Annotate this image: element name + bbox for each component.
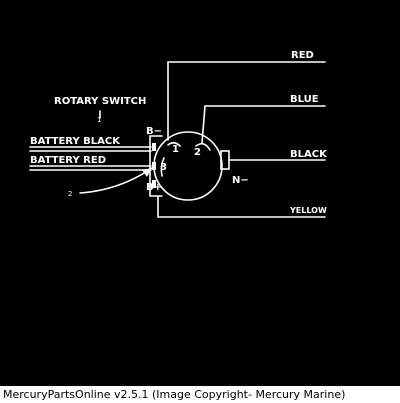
- wire-red: [167, 61, 326, 141]
- battery-black-label: BATTERY BLACK: [30, 136, 121, 147]
- terminal-b-plus: B+: [146, 182, 162, 193]
- terminal-n-minus: N−: [232, 175, 249, 186]
- callout-2-number: 2: [68, 190, 72, 198]
- stud-b-plus: [152, 162, 156, 170]
- callout-1-number: 1: [97, 116, 101, 124]
- contact-arc-1: [167, 141, 181, 147]
- terminal-1: 1: [172, 144, 179, 155]
- terminal-2: 2: [194, 147, 201, 158]
- contact-arc-3: [160, 157, 165, 177]
- copyright-footer: MercuryPartsOnline v2.5.1 (Image Copyrig…: [0, 386, 400, 403]
- callout-2-arrowhead: [142, 168, 152, 177]
- wire-yellow-label: YELLOW: [289, 206, 327, 215]
- wire-red-label: RED: [291, 50, 314, 61]
- terminal-3: 3: [160, 162, 167, 173]
- diagram-background: [0, 0, 400, 386]
- contact-arc-2: [195, 142, 211, 151]
- terminal-b-minus: B−: [146, 126, 162, 137]
- stud-b-minus: [152, 143, 156, 151]
- wire-yellow: [157, 195, 326, 218]
- wire-blue-label: BLUE: [290, 94, 319, 105]
- battery-red-label: BATTERY RED: [30, 155, 106, 166]
- wire-blue: [201, 105, 326, 144]
- rotary-switch-label: ROTARY SWITCH: [54, 96, 146, 107]
- wire-black-label: BLACK: [290, 149, 328, 160]
- stud-lower: [152, 180, 156, 188]
- wiring-diagram: ROTARY SWITCH 1 2 BATTERY BLACK BATTERY …: [0, 0, 400, 386]
